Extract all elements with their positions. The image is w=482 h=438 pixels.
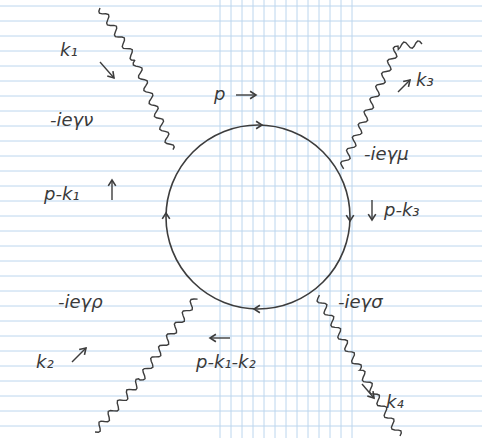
loop-arrow: [256, 121, 262, 129]
grid-line: [0, 171, 482, 172]
momentum-arrow-head: [108, 180, 116, 186]
momentum-arrow: [371, 200, 372, 220]
grid-line: [297, 0, 298, 438]
momentum-label: p-k₁: [44, 184, 80, 204]
momentum-arrow-head: [210, 334, 216, 342]
momentum-arrow-head: [367, 391, 374, 398]
grid-line: [341, 0, 342, 438]
grid-line: [275, 0, 276, 438]
momentum-label: -ieγν: [50, 110, 93, 130]
fermion-loop: [166, 125, 350, 309]
grid-line: [0, 96, 482, 97]
photon-line: [341, 41, 422, 169]
grid-line: [0, 396, 482, 397]
momentum-label: p: [214, 84, 225, 104]
momentum-label: k₂: [36, 352, 54, 372]
grid-line: [0, 261, 482, 262]
grid-line: [0, 381, 482, 382]
momentum-arrow-head: [403, 80, 410, 87]
grid-line: [231, 0, 232, 438]
momentum-arrow: [100, 62, 114, 78]
momentum-arrow-head: [107, 71, 114, 78]
momentum-label: -ieγμ: [364, 144, 409, 164]
grid-line: [330, 0, 331, 438]
momentum-label: -ieγσ: [338, 292, 383, 312]
grid-line: [264, 0, 265, 438]
momentum-arrow-head: [368, 214, 376, 220]
grid-line: [0, 246, 482, 247]
loop-arrow: [254, 305, 260, 313]
grid-line: [0, 336, 482, 337]
grid-line: [0, 276, 482, 277]
momentum-label: k₄: [386, 392, 404, 412]
grid-line: [0, 321, 482, 322]
momentum-arrow-head: [79, 348, 86, 355]
grid-line: [286, 0, 287, 438]
grid-line: [0, 426, 482, 427]
grid-line: [220, 0, 221, 438]
grid-line: [253, 0, 254, 438]
momentum-label: p-k₃: [384, 200, 420, 220]
momentum-label: k₃: [416, 70, 434, 90]
loop-arrow: [346, 215, 354, 221]
grid-line: [242, 0, 243, 438]
momentum-arrow: [111, 180, 112, 200]
photon-line: [95, 299, 198, 432]
photon-line: [317, 295, 401, 436]
grid-line: [0, 411, 482, 412]
grid-line: [0, 21, 482, 22]
momentum-label: k₁: [60, 40, 78, 60]
momentum-label: p-k₁-k₂: [196, 352, 256, 372]
momentum-arrow: [236, 94, 256, 95]
grid-line: [308, 0, 309, 438]
grid-line: [0, 156, 482, 157]
momentum-arrow: [72, 348, 86, 362]
momentum-arrow: [398, 80, 410, 92]
grid-line: [0, 141, 482, 142]
grid-line: [319, 0, 320, 438]
grid-line: [0, 36, 482, 37]
grid-line: [0, 6, 482, 7]
momentum-arrow: [210, 337, 230, 338]
loop-arrow: [162, 213, 170, 219]
grid-line: [0, 66, 482, 67]
momentum-arrow-head: [250, 91, 256, 99]
grid-line: [0, 231, 482, 232]
momentum-arrow: [362, 384, 374, 398]
momentum-label: -ieγρ: [58, 292, 103, 312]
photon-line: [99, 8, 174, 150]
